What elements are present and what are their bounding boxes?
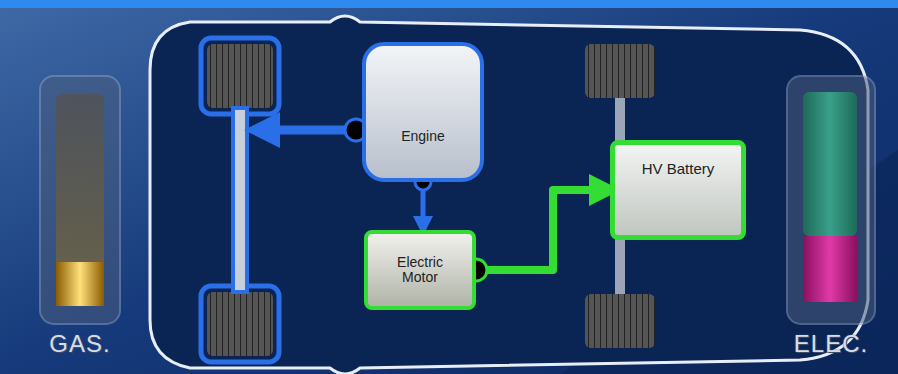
charge-arrow bbox=[476, 190, 608, 270]
node-label: HV Battery bbox=[642, 161, 715, 178]
motor-box: Electric Motor bbox=[364, 230, 476, 310]
elec-gauge-label: ELEC. bbox=[794, 330, 868, 358]
engine-box: Engine bbox=[362, 42, 484, 182]
node-label: Engine bbox=[401, 129, 445, 144]
battery-box: HV Battery bbox=[610, 140, 746, 240]
connector-group bbox=[415, 174, 431, 228]
node-label: Electric Motor bbox=[385, 255, 455, 286]
power-arrow bbox=[421, 182, 426, 228]
connector-group bbox=[465, 190, 608, 281]
gas-gauge-label: GAS. bbox=[49, 330, 110, 358]
